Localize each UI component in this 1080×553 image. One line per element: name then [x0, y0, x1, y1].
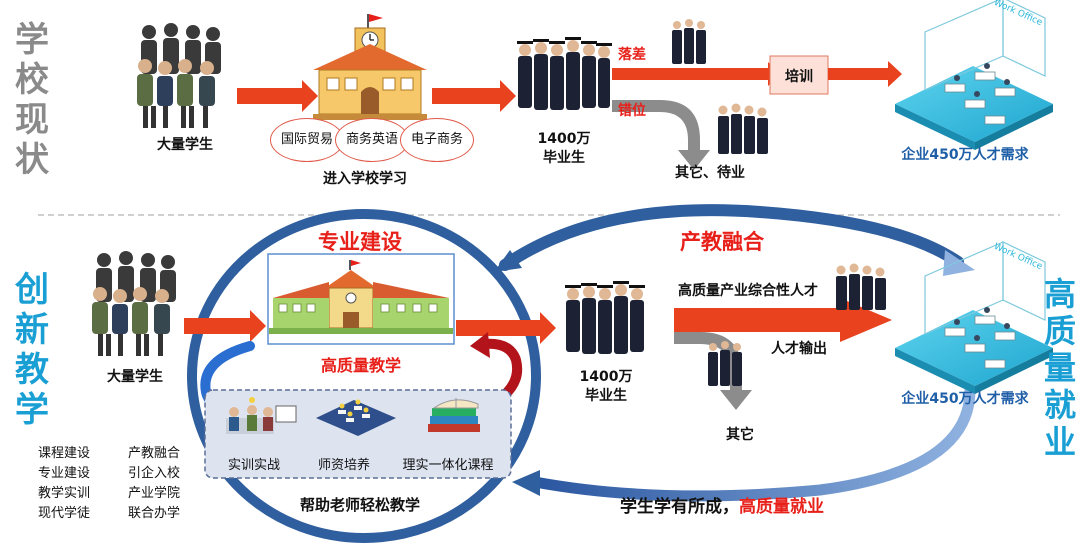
- arrow-to-grads-top: [432, 80, 516, 112]
- school-building-top: [313, 14, 427, 120]
- reform-list-left: 课程建设 专业建设 教学实训 现代学徒: [38, 446, 91, 521]
- graduates-small-other: [718, 103, 768, 154]
- graduates-top: [517, 37, 612, 110]
- major-oval-trade: 国际贸易: [270, 118, 344, 162]
- talent-label: 高质量产业综合性人才: [678, 283, 818, 299]
- mismatch-label: 错位: [618, 103, 646, 119]
- section-label-current: 学 校 现 状: [15, 20, 49, 180]
- students-label-bottom: 大量学生: [107, 369, 163, 385]
- other-unemployed-label: 其它、待业: [675, 165, 745, 181]
- talent-output-label: 人才输出: [771, 341, 827, 357]
- major-building-title: 专业建设: [318, 230, 402, 254]
- panel-item-curriculum: 理实一体化课程: [402, 458, 494, 473]
- reform-list-right: 产教融合 引企入校 产业学院 联合办学: [128, 446, 181, 521]
- mismatch-arrow: [612, 100, 710, 170]
- graduates-label-bottom: 1400万 毕业生: [579, 369, 633, 404]
- demand-label-bottom: 企业450万人才需求: [901, 391, 1029, 407]
- section-label-innovation: 创 新 教 学: [15, 270, 49, 430]
- panel-item-practical: 实训实战: [227, 458, 280, 473]
- arrow-to-grads-bottom: [456, 312, 556, 344]
- other-arrow-bottom: [674, 332, 752, 410]
- books-icon: [428, 398, 480, 432]
- major-oval-english: 商务英语: [335, 118, 409, 162]
- training-box: [769, 55, 829, 95]
- students-crowd-bottom: [92, 251, 176, 356]
- arrow-to-school: [237, 80, 318, 112]
- teaching-circle: [187, 209, 541, 543]
- integration-title: 产教融合: [680, 230, 764, 254]
- practical-training-icon: [226, 397, 297, 434]
- return-arc: [529, 384, 976, 502]
- training-label: 培训: [785, 69, 813, 85]
- graduates-bottom: [565, 281, 645, 354]
- teacher-training-icon: [316, 399, 396, 436]
- result-statement: 学生学有所成，高质量就业: [620, 497, 824, 517]
- other-label-bottom: 其它: [726, 427, 754, 443]
- integration-arc-top: [499, 204, 964, 271]
- demand-label-top: 企业450万人才需求: [901, 147, 1029, 163]
- graduates-small-gap: [672, 19, 706, 64]
- school-building-bottom: [269, 260, 453, 334]
- return-arc-head: [512, 470, 540, 496]
- arrow-to-office-top: [828, 61, 902, 87]
- school-study-label: 进入学校学习: [323, 171, 407, 187]
- gap-arrow: [612, 62, 780, 86]
- major-oval-ecommerce: 电子商务: [400, 118, 474, 162]
- students-label-top: 大量学生: [157, 137, 213, 153]
- gap-label: 落差: [618, 47, 646, 63]
- office-illustration-top: [895, 0, 1053, 150]
- panel-item-teacher: 师资培养: [317, 458, 370, 473]
- arrow-to-building-bottom: [184, 310, 266, 342]
- graduates-small-other-bottom: [708, 341, 742, 386]
- students-crowd-top: [137, 23, 221, 128]
- help-teachers-label: 帮助老师轻松教学: [299, 496, 420, 514]
- integration-arc-head: [943, 250, 975, 276]
- quality-teaching-label: 高质量教学: [320, 356, 401, 375]
- graduates-small-talent: [836, 263, 886, 310]
- office-illustration-bottom: [895, 241, 1053, 394]
- graduates-label-top: 1400万 毕业生: [537, 131, 591, 166]
- section-label-employment: 高 质 量 就 业: [1043, 275, 1076, 461]
